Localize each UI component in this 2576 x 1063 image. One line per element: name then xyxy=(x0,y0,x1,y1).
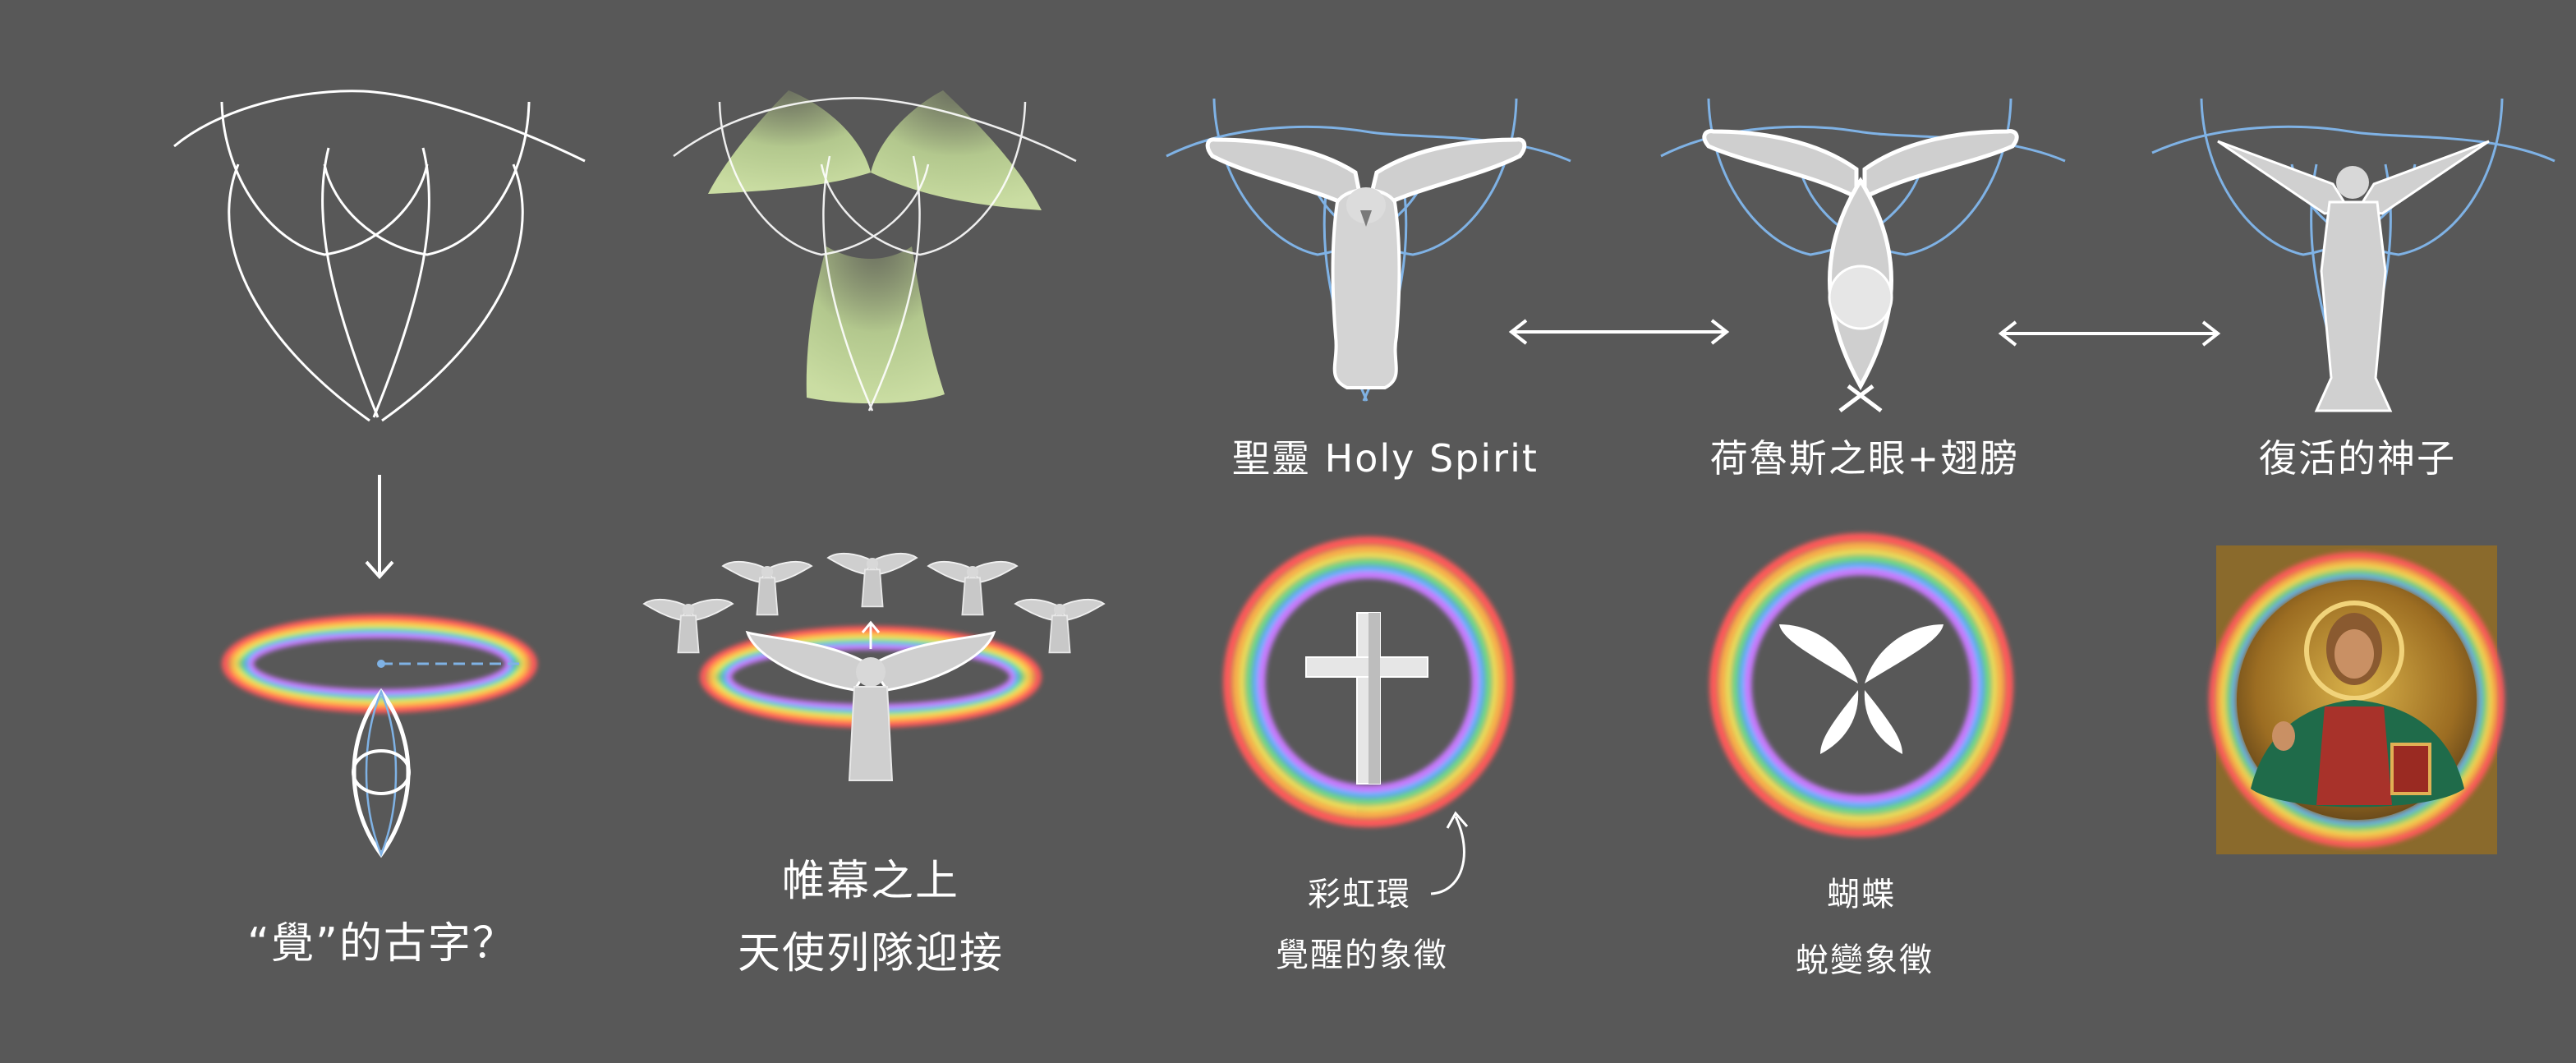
caption-metamorphosis-symbol: 蛻變象徵 xyxy=(1796,941,1934,979)
curved-pointer-arrow xyxy=(1430,811,1469,895)
rainbow-ring-butterfly xyxy=(1709,533,2013,837)
angel-small-1 xyxy=(643,598,734,654)
cross-icon xyxy=(1305,612,1428,785)
caption-butterfly: 蝴蝶 xyxy=(1827,876,1896,913)
double-arrow-1 xyxy=(1508,319,1730,345)
caption-curtain-line1: 帷幕之上 xyxy=(781,857,959,906)
caption-awakening-symbol: 覺醒的象徵 xyxy=(1276,936,1448,974)
double-arrow-2 xyxy=(1998,320,2221,347)
central-angel xyxy=(745,620,996,781)
risen-christ-figure xyxy=(2151,98,2555,412)
angel-small-3 xyxy=(827,552,918,608)
dove-figure xyxy=(1166,98,1571,402)
angel-small-2 xyxy=(722,560,812,616)
butterfly-icon xyxy=(1779,624,1944,754)
caption-rainbow-ring: 彩虹環 xyxy=(1308,876,1411,913)
almond-eye-figure xyxy=(352,660,526,858)
rainbow-ring-cross xyxy=(1223,536,1514,827)
white-trefoil-arcs-figure xyxy=(173,90,586,422)
caption-resurrected-god: 復活的神子 xyxy=(2259,436,2456,481)
caption-curtain-line2: 天使列隊迎接 xyxy=(737,929,1004,978)
angel-small-5 xyxy=(1014,598,1105,654)
caption-jue-ancient-char: “覺”的古字？ xyxy=(247,919,517,969)
down-arrow xyxy=(365,475,394,580)
christ-icon-image xyxy=(2209,545,2505,854)
caption-holy-spirit: 聖靈 Holy Spirit xyxy=(1232,436,1539,481)
green-trefoil-figure xyxy=(673,90,1077,412)
horus-eye-wings-figure xyxy=(1660,98,2066,412)
caption-horus-eye-wings: 荷魯斯之眼+翅膀 xyxy=(1709,436,2020,481)
angel-small-4 xyxy=(927,560,1018,616)
